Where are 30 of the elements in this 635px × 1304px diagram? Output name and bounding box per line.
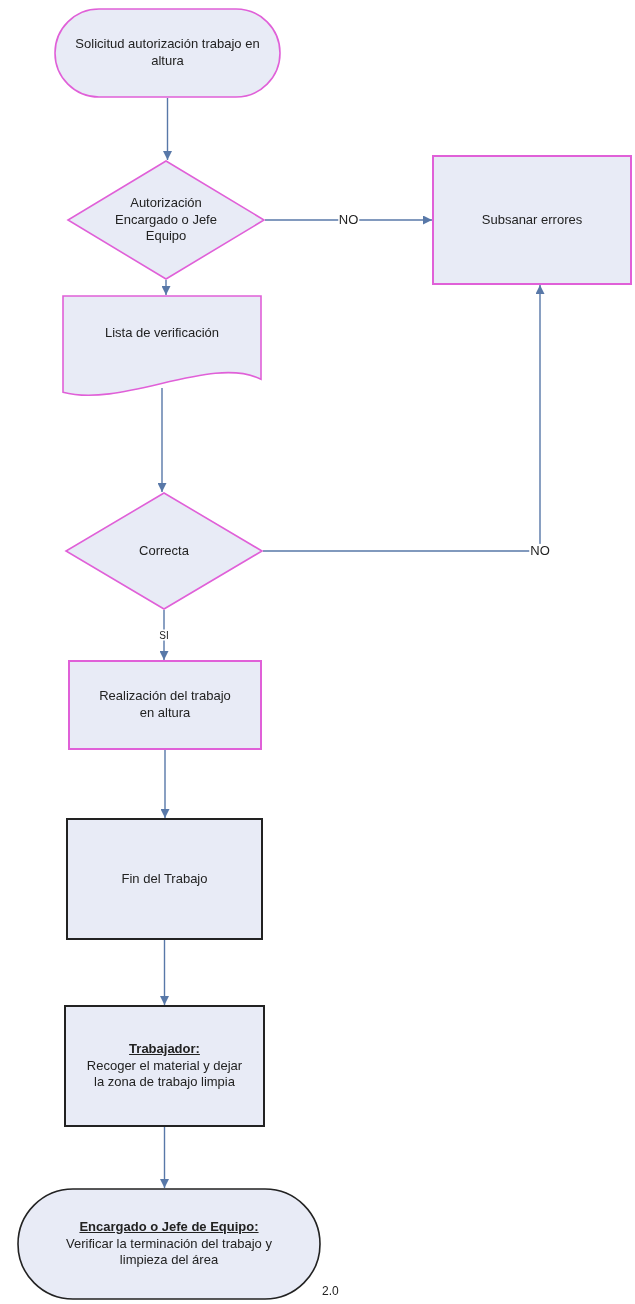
process-box: [432, 155, 632, 285]
edge-label: SI: [158, 629, 170, 641]
arrow: [262, 284, 545, 552]
role-heading: Encargado o Jefe de Equipo:: [79, 1218, 259, 1236]
node-text: Verificar la terminación del trabajo y limpieza del área: [65, 1235, 273, 1270]
role-heading: Trabajador:: [129, 1040, 200, 1058]
node-text: Solicitud autorización trabajo en altura: [74, 36, 261, 70]
arrow: [161, 279, 171, 296]
terminal-shape: [55, 8, 280, 98]
arrow: [163, 97, 172, 161]
arrow: [160, 749, 170, 819]
process-box: [66, 818, 263, 940]
node-text: Correcta: [139, 542, 189, 560]
terminal-shape: [18, 1188, 320, 1300]
arrow: [159, 609, 169, 661]
node-text: Lista de verificación: [104, 325, 220, 342]
arrow: [160, 939, 169, 1006]
node-text: Fin del Trabajo: [121, 870, 208, 888]
arrow: [160, 1126, 169, 1189]
node-text: Realización del trabajo en altura: [98, 688, 232, 722]
node-text: Recoger el material y dejar la zona de trabajo limpia: [85, 1057, 244, 1092]
node-text: Subsanar errores: [481, 211, 583, 229]
arrow: [264, 215, 433, 225]
node-text: Autorización Encargado o Jefe Equipo: [114, 194, 218, 246]
process-box: [68, 660, 262, 750]
process-box: [64, 1005, 265, 1127]
version-number: 2.0: [322, 1284, 339, 1298]
decision-diamond: [65, 492, 263, 610]
decision-diamond: [67, 160, 265, 280]
arrow: [157, 387, 167, 493]
